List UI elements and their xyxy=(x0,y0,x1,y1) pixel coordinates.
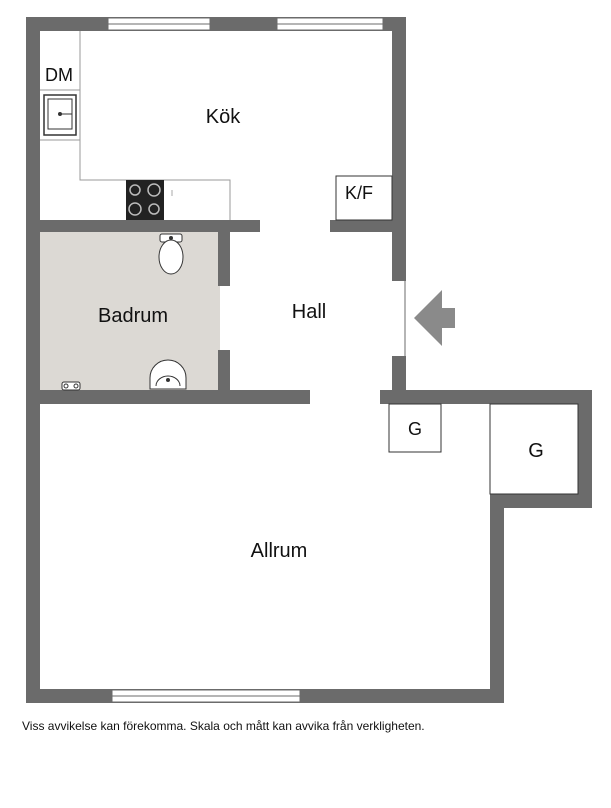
label-wardrobe-2: G xyxy=(528,440,544,462)
wardrobe-box-1 xyxy=(388,403,442,453)
shower-faucet-icon xyxy=(61,381,81,391)
stove-icon xyxy=(126,180,164,220)
bathroom-floor xyxy=(40,232,220,390)
room-label-living: Allrum xyxy=(251,540,308,562)
label-fridge-freezer: K/F xyxy=(345,183,373,203)
label-dishwasher: DM xyxy=(45,65,73,85)
entrance-arrow-icon xyxy=(414,290,455,346)
floor-plan: Kök Badrum Hall Allrum DM K/F G G xyxy=(26,17,592,703)
wardrobe-box-2 xyxy=(489,403,579,495)
label-wardrobe-1: G xyxy=(408,419,422,439)
entrance-opening xyxy=(392,281,406,356)
toilet-icon xyxy=(158,233,184,275)
windows xyxy=(107,17,384,703)
fridge-freezer-box xyxy=(335,175,393,221)
disclaimer-text: Viss avvikelse kan förekomma. Skala och … xyxy=(22,719,425,733)
sink-icon xyxy=(43,94,77,136)
room-label-bathroom: Badrum xyxy=(98,305,168,327)
room-label-hall: Hall xyxy=(292,301,326,323)
room-label-kitchen: Kök xyxy=(206,106,241,128)
washbasin-icon xyxy=(149,359,187,390)
